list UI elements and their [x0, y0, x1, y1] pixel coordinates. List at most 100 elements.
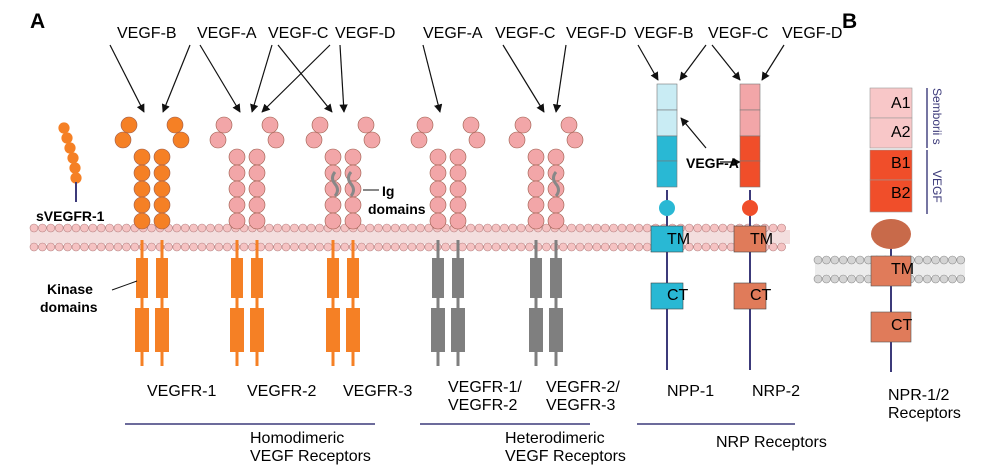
ligand-label-vegf-c-3: VEGF-C	[708, 25, 768, 42]
lipid-head	[516, 242, 526, 252]
lipid-head	[189, 223, 198, 233]
lipid-head	[642, 223, 652, 233]
lipid-head	[96, 242, 106, 252]
lipid-head	[441, 242, 450, 252]
lipid-head	[600, 242, 610, 252]
lipid-head	[584, 223, 593, 233]
lipid-head	[239, 242, 249, 252]
npr-ct-domain	[870, 311, 912, 343]
nrp-ct-domain	[650, 282, 684, 310]
lipid-head	[63, 223, 72, 233]
lipid-head	[172, 242, 182, 252]
kinase-domain	[530, 258, 542, 298]
lipid-head	[197, 242, 207, 252]
lipid-head	[575, 223, 585, 233]
lipid-head-b	[931, 255, 940, 265]
lipid-head	[693, 223, 702, 233]
ig-domain	[449, 180, 467, 198]
ig-domain	[429, 164, 447, 182]
ligand-label-vegf-a-2: VEGF-A	[423, 25, 483, 42]
lipid-head	[768, 242, 778, 252]
ligand-label-vegf-d: VEGF-D	[335, 25, 395, 42]
ig-domain	[324, 212, 342, 230]
npr-tm-domain	[870, 255, 912, 287]
lipid-head	[474, 242, 484, 252]
ig-domain	[449, 212, 467, 230]
ig-domain	[547, 196, 565, 214]
ig-linker	[331, 171, 339, 197]
kinase-domain	[549, 308, 563, 352]
ig-domain	[324, 196, 342, 214]
ig-domain	[133, 180, 151, 198]
lipid-head	[122, 242, 131, 252]
lipid-head	[592, 223, 602, 233]
ig-domain	[311, 116, 329, 134]
lipid-head	[483, 242, 492, 252]
lipid-head	[172, 223, 182, 233]
lipid-head	[500, 242, 509, 252]
ligand-label-vegf-c-2: VEGF-C	[495, 25, 555, 42]
svegfr1-label: sVEGFR-1	[36, 208, 105, 224]
nrp-tm-domain	[650, 225, 684, 253]
ligand-label-vegf-b-3: VEGF-B	[634, 25, 694, 42]
nrp2-tm-label: TM	[750, 231, 773, 248]
ig-domain	[166, 116, 184, 134]
lipid-head	[718, 242, 728, 252]
lipid-head	[617, 242, 627, 252]
nrp-b2-domain	[656, 160, 678, 188]
lipid-head	[592, 242, 602, 252]
lipid-head	[718, 223, 728, 233]
ligand-label-vegf-c: VEGF-C	[268, 25, 328, 42]
lipid-head	[357, 242, 366, 252]
lipid-head-b	[847, 255, 856, 265]
kinase-domain	[431, 308, 445, 352]
kinase-domain	[346, 308, 360, 352]
ig-domain	[462, 116, 480, 134]
lipid-head	[483, 223, 492, 233]
ig-domain	[429, 212, 447, 230]
lipid-head	[567, 223, 576, 233]
ig-domain	[209, 131, 227, 149]
lipid-head	[617, 223, 627, 233]
lipid-head	[407, 242, 417, 252]
lipid-head	[609, 223, 618, 233]
ig-domain	[527, 180, 545, 198]
lipid-head	[222, 242, 232, 252]
lipid-head	[80, 223, 89, 233]
nrp-mam-domain	[742, 200, 758, 216]
lipid-head	[491, 223, 501, 233]
ig-domain	[449, 148, 467, 166]
lipid-head	[315, 242, 324, 252]
lipid-head	[290, 242, 299, 252]
ig-domain	[153, 164, 171, 182]
lipid-head	[273, 242, 282, 252]
npr12-label-line1: NPR-1/2	[888, 387, 949, 404]
lipid-head	[609, 242, 618, 252]
ig-domain	[449, 196, 467, 214]
ig-domain	[468, 131, 486, 149]
lipid-head	[264, 242, 274, 252]
ig-domain	[133, 212, 151, 230]
lipid-head	[290, 223, 299, 233]
lipid-head-b	[855, 274, 865, 284]
ig-domain	[305, 131, 323, 149]
ig-domain	[215, 116, 233, 134]
lipid-head	[416, 223, 425, 233]
npr-b2-domain	[869, 179, 913, 213]
lipid-head	[508, 223, 518, 233]
lipid-head	[466, 223, 476, 233]
nrp-mam-domain	[659, 200, 675, 216]
ig-domain	[527, 164, 545, 182]
lipid-head-b	[855, 255, 865, 265]
lipid-head	[382, 223, 392, 233]
lipid-head	[46, 223, 56, 233]
lipid-head-b	[838, 274, 848, 284]
lipid-head	[600, 223, 610, 233]
lipid-head	[500, 223, 509, 233]
lipid-head	[390, 223, 400, 233]
ig-domain	[416, 116, 434, 134]
lipid-head-b	[948, 274, 957, 284]
kinase-domain	[529, 308, 543, 352]
ig-domain	[172, 131, 190, 149]
